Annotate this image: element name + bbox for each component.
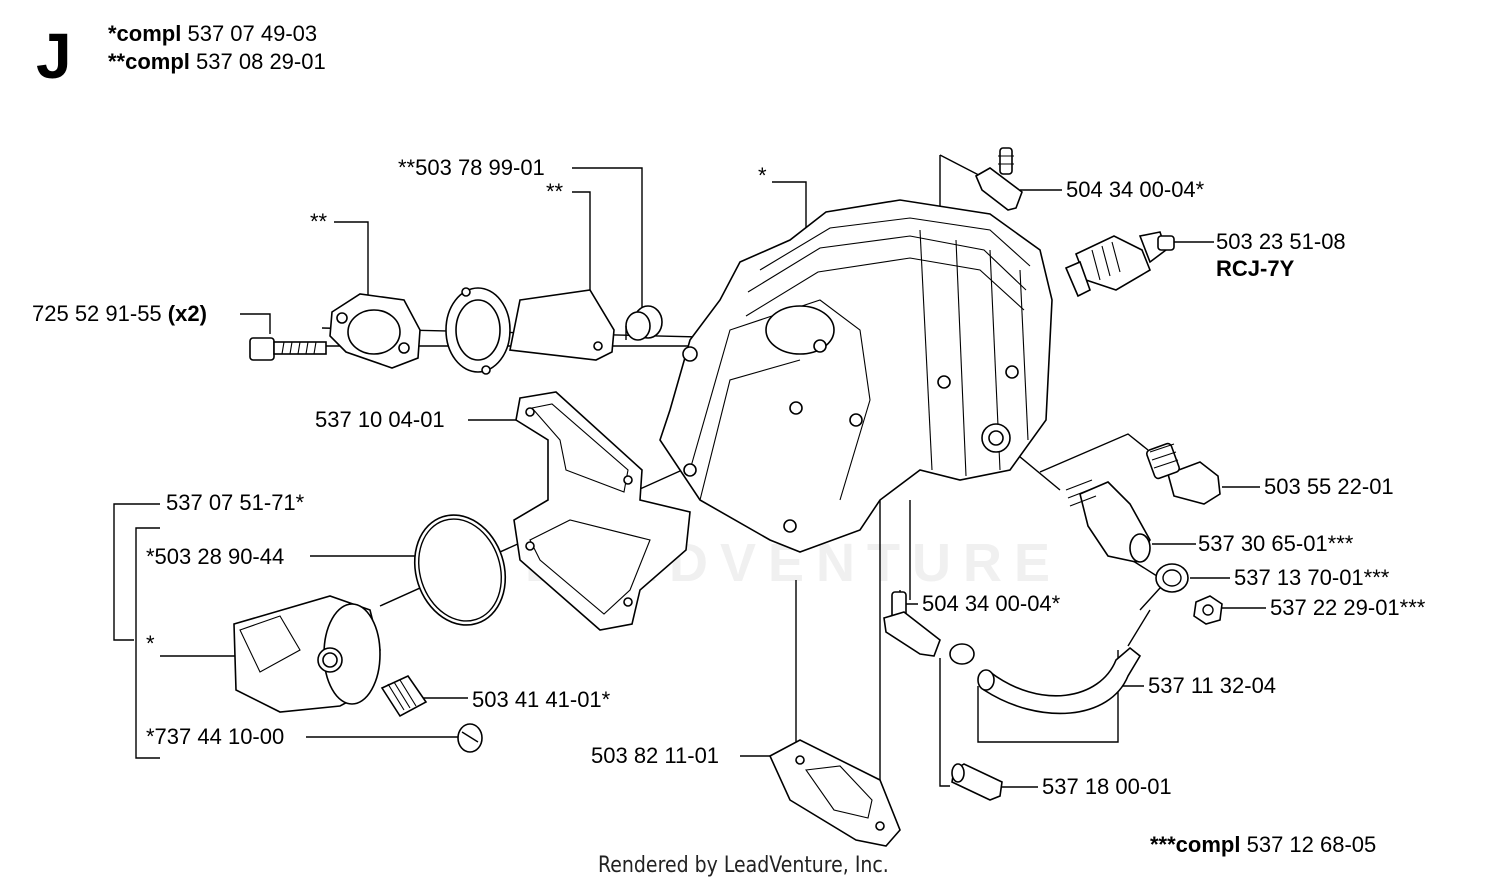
label-spark-plug-type[interactable]: RCJ-7Y bbox=[1216, 256, 1295, 281]
section-letter: J bbox=[36, 20, 72, 92]
nipple-bottom bbox=[883, 591, 941, 657]
label-nipple-top[interactable]: 504 34 00-04* bbox=[1066, 177, 1205, 202]
label-intake-pipe[interactable]: ** bbox=[546, 179, 564, 204]
screw bbox=[249, 337, 327, 361]
label-base-gasket[interactable]: 537 10 04-01 bbox=[315, 407, 445, 432]
label-banjo-bolt[interactable]: 537 22 29-01*** bbox=[1270, 595, 1426, 620]
label-screw-number: 725 52 91-55 bbox=[32, 301, 162, 326]
label-intake-gasket[interactable]: ** bbox=[310, 209, 328, 234]
fuel-filter bbox=[951, 763, 1003, 801]
intake-gasket bbox=[329, 293, 421, 369]
label-bearing[interactable]: 503 41 41-01* bbox=[472, 687, 611, 712]
label-plug-screw[interactable]: 503 55 22-01 bbox=[1264, 474, 1394, 499]
label-fuel-filter[interactable]: 537 18 00-01 bbox=[1042, 774, 1172, 799]
label-compl-3: ***compl 537 12 68-05 bbox=[1150, 833, 1376, 857]
fuel-hose bbox=[949, 609, 1151, 715]
header-compl-1-number: 537 07 49-03 bbox=[187, 21, 318, 46]
label-piston[interactable]: * bbox=[146, 631, 155, 656]
footer-credit: Rendered by LeadVenture, Inc. bbox=[598, 853, 889, 878]
cylinder bbox=[659, 199, 1053, 553]
label-screw[interactable]: 725 52 91-55 (x2) bbox=[32, 302, 207, 326]
sleeve bbox=[625, 305, 663, 341]
nipple-top bbox=[974, 147, 1023, 211]
header-compl-1-prefix: *compl bbox=[108, 21, 182, 46]
spark-plug bbox=[1064, 231, 1175, 298]
label-banjo-fitting[interactable]: 537 13 70-01*** bbox=[1234, 565, 1390, 590]
label-exhaust-gasket[interactable]: 503 82 11-01 bbox=[591, 743, 720, 768]
circlip bbox=[457, 723, 483, 753]
header-compl-1: *compl 537 07 49-03 bbox=[108, 22, 317, 46]
header-compl-2: **compl 537 08 29-01 bbox=[108, 50, 326, 74]
needle-bearing bbox=[380, 674, 428, 718]
decomp-valve bbox=[1065, 479, 1151, 563]
banjo-fitting bbox=[1139, 563, 1189, 611]
label-compl-3-prefix: ***compl bbox=[1150, 832, 1241, 857]
exhaust-gasket bbox=[768, 739, 901, 847]
base-gasket bbox=[513, 391, 691, 631]
intake-flange bbox=[445, 287, 615, 375]
label-circlip[interactable]: *737 44 10-00 bbox=[146, 724, 285, 749]
piston-ring bbox=[413, 514, 507, 626]
label-compl-3-number: 537 12 68-05 bbox=[1246, 832, 1377, 857]
label-spark-plug[interactable]: 503 23 51-08 bbox=[1216, 229, 1346, 254]
label-cylinder[interactable]: * bbox=[758, 163, 767, 188]
label-screw-qty: (x2) bbox=[167, 301, 207, 326]
label-nipple-bottom[interactable]: 504 34 00-04* bbox=[922, 591, 1061, 616]
label-fuel-hose[interactable]: 537 11 32-04 bbox=[1148, 673, 1277, 698]
label-intake-flange[interactable]: **503 78 99-01 bbox=[398, 155, 545, 180]
plug-screw bbox=[1145, 442, 1221, 505]
banjo-bolt bbox=[1193, 595, 1223, 625]
header-compl-2-prefix: **compl bbox=[108, 49, 190, 74]
header-compl-2-number: 537 08 29-01 bbox=[196, 49, 326, 74]
label-piston-ring[interactable]: *503 28 90-44 bbox=[146, 544, 285, 569]
label-piston-kit[interactable]: 537 07 51-71* bbox=[166, 490, 305, 515]
piston bbox=[233, 595, 381, 713]
label-decomp-valve[interactable]: 537 30 65-01*** bbox=[1198, 531, 1354, 556]
